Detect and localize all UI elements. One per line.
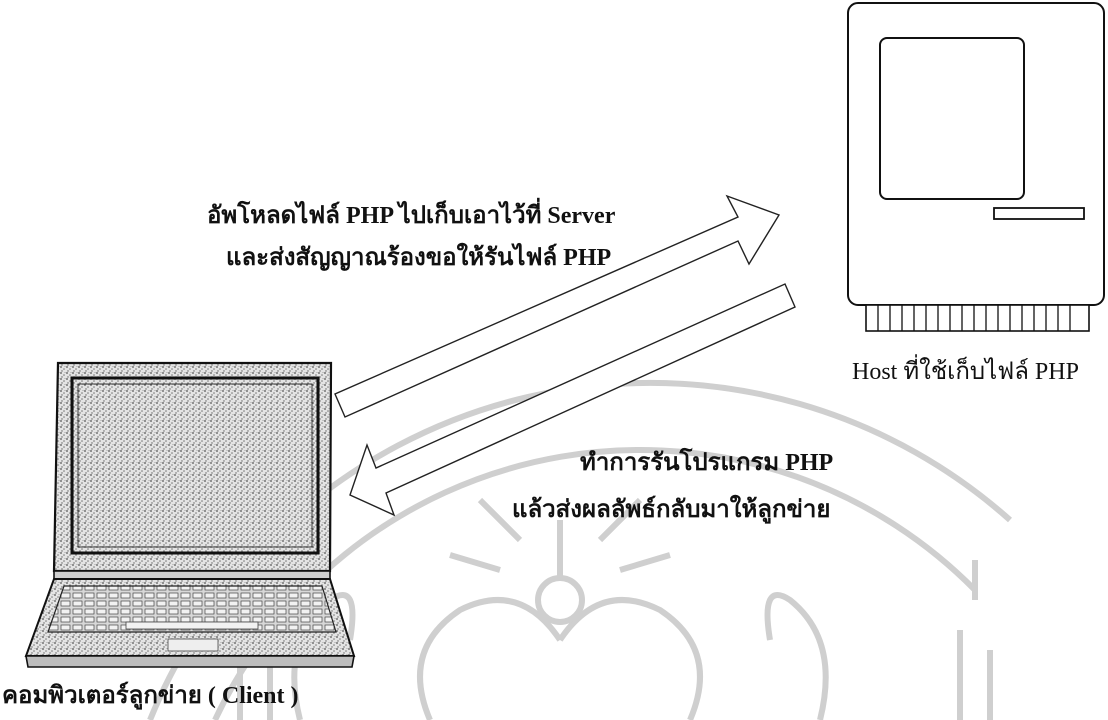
upload-message-line-1: อัพโหลดไฟล์ PHP ไปเก็บเอาไว้ที่ Server: [207, 203, 616, 229]
return-arrow: [349, 283, 796, 517]
upload-message-line-2: และส่งสัญญาณร้องขอให้รันไฟล์ PHP: [226, 245, 612, 271]
client-laptop-icon: [24, 361, 356, 668]
upload-arrow: [334, 194, 781, 418]
client-caption: คอมพิวเตอร์ลูกข่าย ( Client ): [2, 683, 299, 709]
host-computer-icon: [847, 2, 1105, 332]
host-caption: Host ที่ใช้เก็บไฟล์ PHP: [852, 359, 1079, 385]
return-message-line-2: แล้วส่งผลลัพธ์กลับมาให้ลูกข่าย: [512, 497, 831, 523]
return-message-line-1: ทำการรันโปรแกรม PHP: [580, 450, 834, 476]
